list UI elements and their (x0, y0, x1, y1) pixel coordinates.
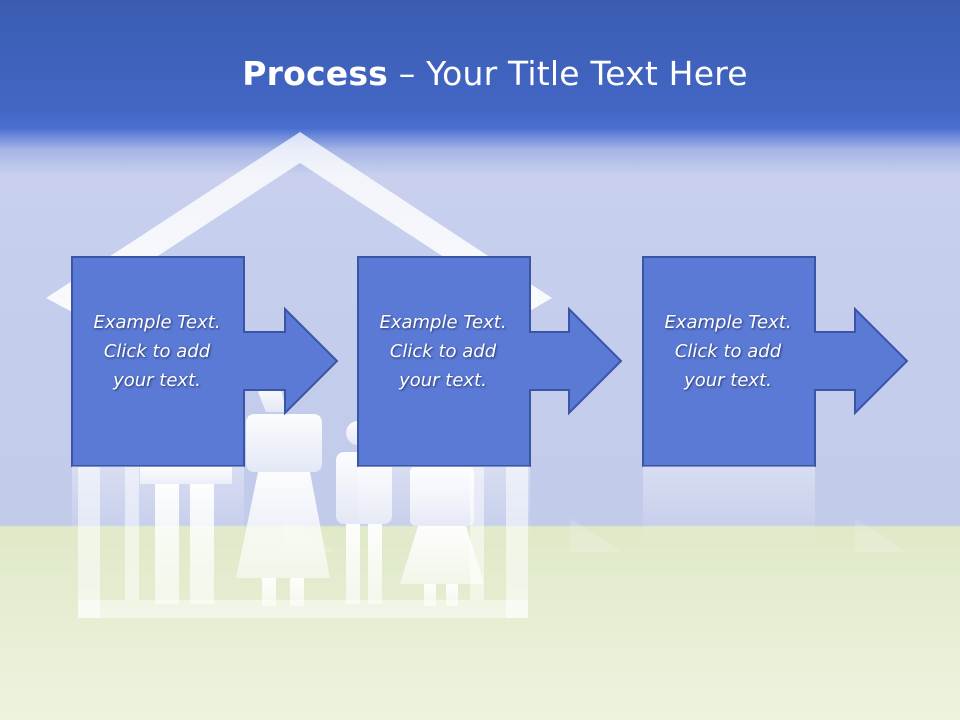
house-floor (78, 600, 528, 618)
woman-figure (236, 386, 330, 606)
step-2-arrow-shape (357, 256, 623, 467)
step-3-arrow-shape (642, 256, 909, 467)
title-rest-part: – Your Title Text Here (388, 54, 748, 93)
step-1-arrow-shape (71, 256, 339, 467)
process-step-2[interactable]: Example Text. Click to add your text. (357, 256, 960, 467)
steps-reflection (72, 466, 907, 552)
page-title[interactable]: Process – Your Title Text Here (0, 54, 960, 93)
title-bold-part: Process (242, 54, 389, 93)
step-1-text: Example Text. Click to add your text. (93, 312, 221, 391)
process-step-3[interactable]: Example Text. Click to add your text. (642, 256, 960, 467)
process-step-1[interactable]: Example Text. Click to add your text. (71, 256, 911, 467)
step-3-text: Example Text. Click to add your text. (664, 312, 792, 391)
step-2-text: Example Text. Click to add your text. (379, 312, 507, 391)
